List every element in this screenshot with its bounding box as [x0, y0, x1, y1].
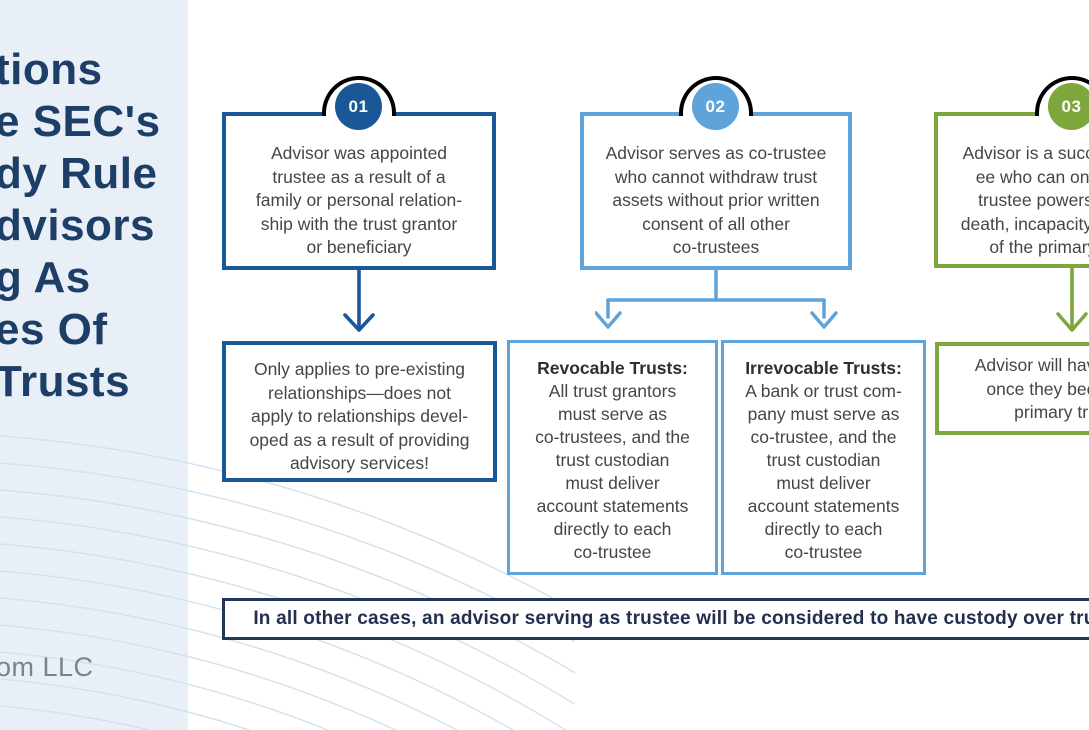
step-2-text: Advisor serves as co-trustee who cannot … — [605, 143, 827, 257]
arrow-down-step3-icon — [1056, 267, 1088, 332]
step-3-box: Advisor is a successor trust- ee who can… — [934, 112, 1089, 268]
step-3-number: 03 — [1061, 96, 1082, 116]
all-other-cases-banner: In all other cases, an advisor serving a… — [222, 598, 1089, 640]
step-2-number-badge: 02 — [692, 83, 739, 130]
outcome-step1-box: Only applies to pre-existing relationshi… — [222, 341, 497, 482]
step-1-number-badge: 01 — [335, 83, 382, 130]
step-1-number: 01 — [348, 96, 369, 116]
branch-arrows-step2-icon — [595, 269, 838, 329]
step-3-text: Advisor is a successor trust- ee who can… — [960, 143, 1089, 257]
footer-credit: om LLC — [0, 652, 94, 682]
outcome-step1-text: Only applies to pre-existing relationshi… — [249, 359, 470, 473]
step-2-box: Advisor serves as co-trustee who cannot … — [580, 112, 852, 270]
step-3-number-badge: 03 — [1048, 83, 1089, 130]
irrevocable-trusts-text: A bank or trust com- pany must serve as … — [745, 381, 902, 562]
irrevocable-trusts-box: Irrevocable Trusts: A bank or trust com-… — [721, 340, 926, 575]
outcome-step3-box: Advisor will have custody once they beco… — [935, 342, 1089, 435]
revocable-trusts-text: All trust grantors must serve as co-trus… — [535, 381, 690, 562]
banner-text: In all other cases, an advisor serving a… — [253, 608, 1089, 629]
step-2-number: 02 — [705, 96, 726, 116]
step-1-box: Advisor was appointed trustee as a resul… — [222, 112, 496, 270]
outcome-step3-text: Advisor will have custody once they beco… — [974, 355, 1089, 422]
step-1-text: Advisor was appointed trustee as a resul… — [255, 143, 463, 257]
revocable-trusts-box: Revocable Trusts: All trust grantors mus… — [507, 340, 718, 575]
irrevocable-trusts-heading: Irrevocable Trusts: — [745, 358, 902, 378]
arrow-down-step1-icon — [343, 269, 375, 332]
page-title: tions e SEC's dy Rule dvisors g As es Of… — [0, 45, 161, 406]
revocable-trusts-heading: Revocable Trusts: — [537, 358, 688, 378]
